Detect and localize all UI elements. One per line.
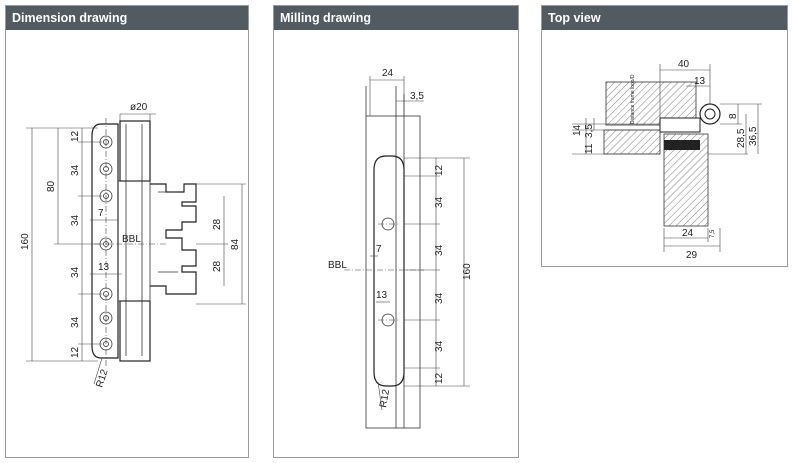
offset-7-label: 7	[98, 208, 104, 219]
hinge-body-section	[659, 103, 721, 150]
dimension-drawing-svg: ø20 160 80 12 34 34 34 34 12 7 13 BBL R1…	[20, 102, 246, 389]
dimension-drawing-title: Dimension drawing	[6, 6, 248, 30]
seg-2-label: 34	[70, 164, 81, 176]
tooth-28-upper-label: 28	[212, 218, 223, 230]
seg-1-label: 12	[70, 130, 81, 142]
top-height-36-5-label: 36,5	[748, 126, 759, 146]
milling-drawing-panel: Milling drawing	[273, 5, 519, 458]
milling-offset-7-label: 7	[376, 244, 382, 255]
top-height-28-5-label: 28,5	[736, 128, 747, 148]
radius-label: R12	[94, 368, 110, 389]
top-small-7-5-label: 7,5	[710, 229, 716, 238]
top-view-panel: Top view	[541, 5, 788, 267]
milling-seg-6-label: 12	[434, 372, 445, 384]
top-width-29-label: 29	[686, 250, 698, 261]
milling-bbl-label: BBL	[328, 260, 347, 271]
milling-radius-label: R12	[378, 388, 392, 408]
top-view-svg: 40 13 14 3,5 11 8 28,5 36,5 24 29 7,5 Di…	[572, 59, 762, 261]
centre-lines	[94, 118, 166, 366]
top-height-11-label: 11	[584, 143, 595, 154]
milling-drawing-title: Milling drawing	[274, 6, 518, 30]
top-frame-note: Distance frame loop/D	[630, 74, 636, 124]
seg-6-label: 12	[70, 346, 81, 358]
top-width-24-label: 24	[682, 228, 694, 239]
top-view-title: Top view	[542, 6, 787, 30]
milling-dimension-lines	[344, 76, 470, 411]
top-width-40-label: 40	[678, 59, 690, 70]
milling-seg-5-label: 34	[434, 340, 445, 352]
milling-drawing-svg: 24 3,5 12 34 34 34 34 12 160 7 13 BBL R1…	[328, 68, 473, 429]
seg-4-label: 34	[70, 266, 81, 278]
milling-seg-4-label: 34	[434, 292, 445, 304]
dimension-lines	[26, 113, 246, 385]
milling-total-label: 160	[462, 263, 473, 280]
total-height-label: 160	[20, 233, 31, 250]
milling-offset-13-label: 13	[376, 290, 388, 301]
offset-13-label: 13	[98, 262, 110, 273]
milling-seg-1-label: 12	[434, 164, 445, 176]
top-height-3-5-label: 3,5	[584, 124, 595, 138]
tooth-28-lower-label: 28	[212, 260, 223, 272]
milling-width-24-label: 24	[382, 68, 394, 79]
hinge-teeth	[150, 183, 197, 295]
milling-seg-3-label: 34	[434, 244, 445, 256]
top-height-8-label: 8	[728, 113, 739, 119]
top-width-13-label: 13	[694, 76, 706, 87]
diameter-label: ø20	[130, 102, 148, 113]
milling-holes	[378, 217, 398, 327]
bbl-label: BBL	[122, 234, 141, 245]
seg-5-label: 34	[70, 316, 81, 328]
top-height-14-label: 14	[572, 124, 583, 136]
milling-pocket	[365, 86, 421, 429]
milling-width-3-5-label: 3,5	[410, 91, 424, 102]
seg-3-label: 34	[70, 214, 81, 226]
hinge-leaf	[91, 120, 151, 362]
top-view-dimension-lines	[572, 64, 762, 252]
span-80-label: 80	[46, 180, 57, 192]
dimension-drawing-panel: Dimension drawing	[5, 5, 249, 458]
height-84-label: 84	[230, 238, 241, 250]
milling-seg-2-label: 34	[434, 196, 445, 208]
